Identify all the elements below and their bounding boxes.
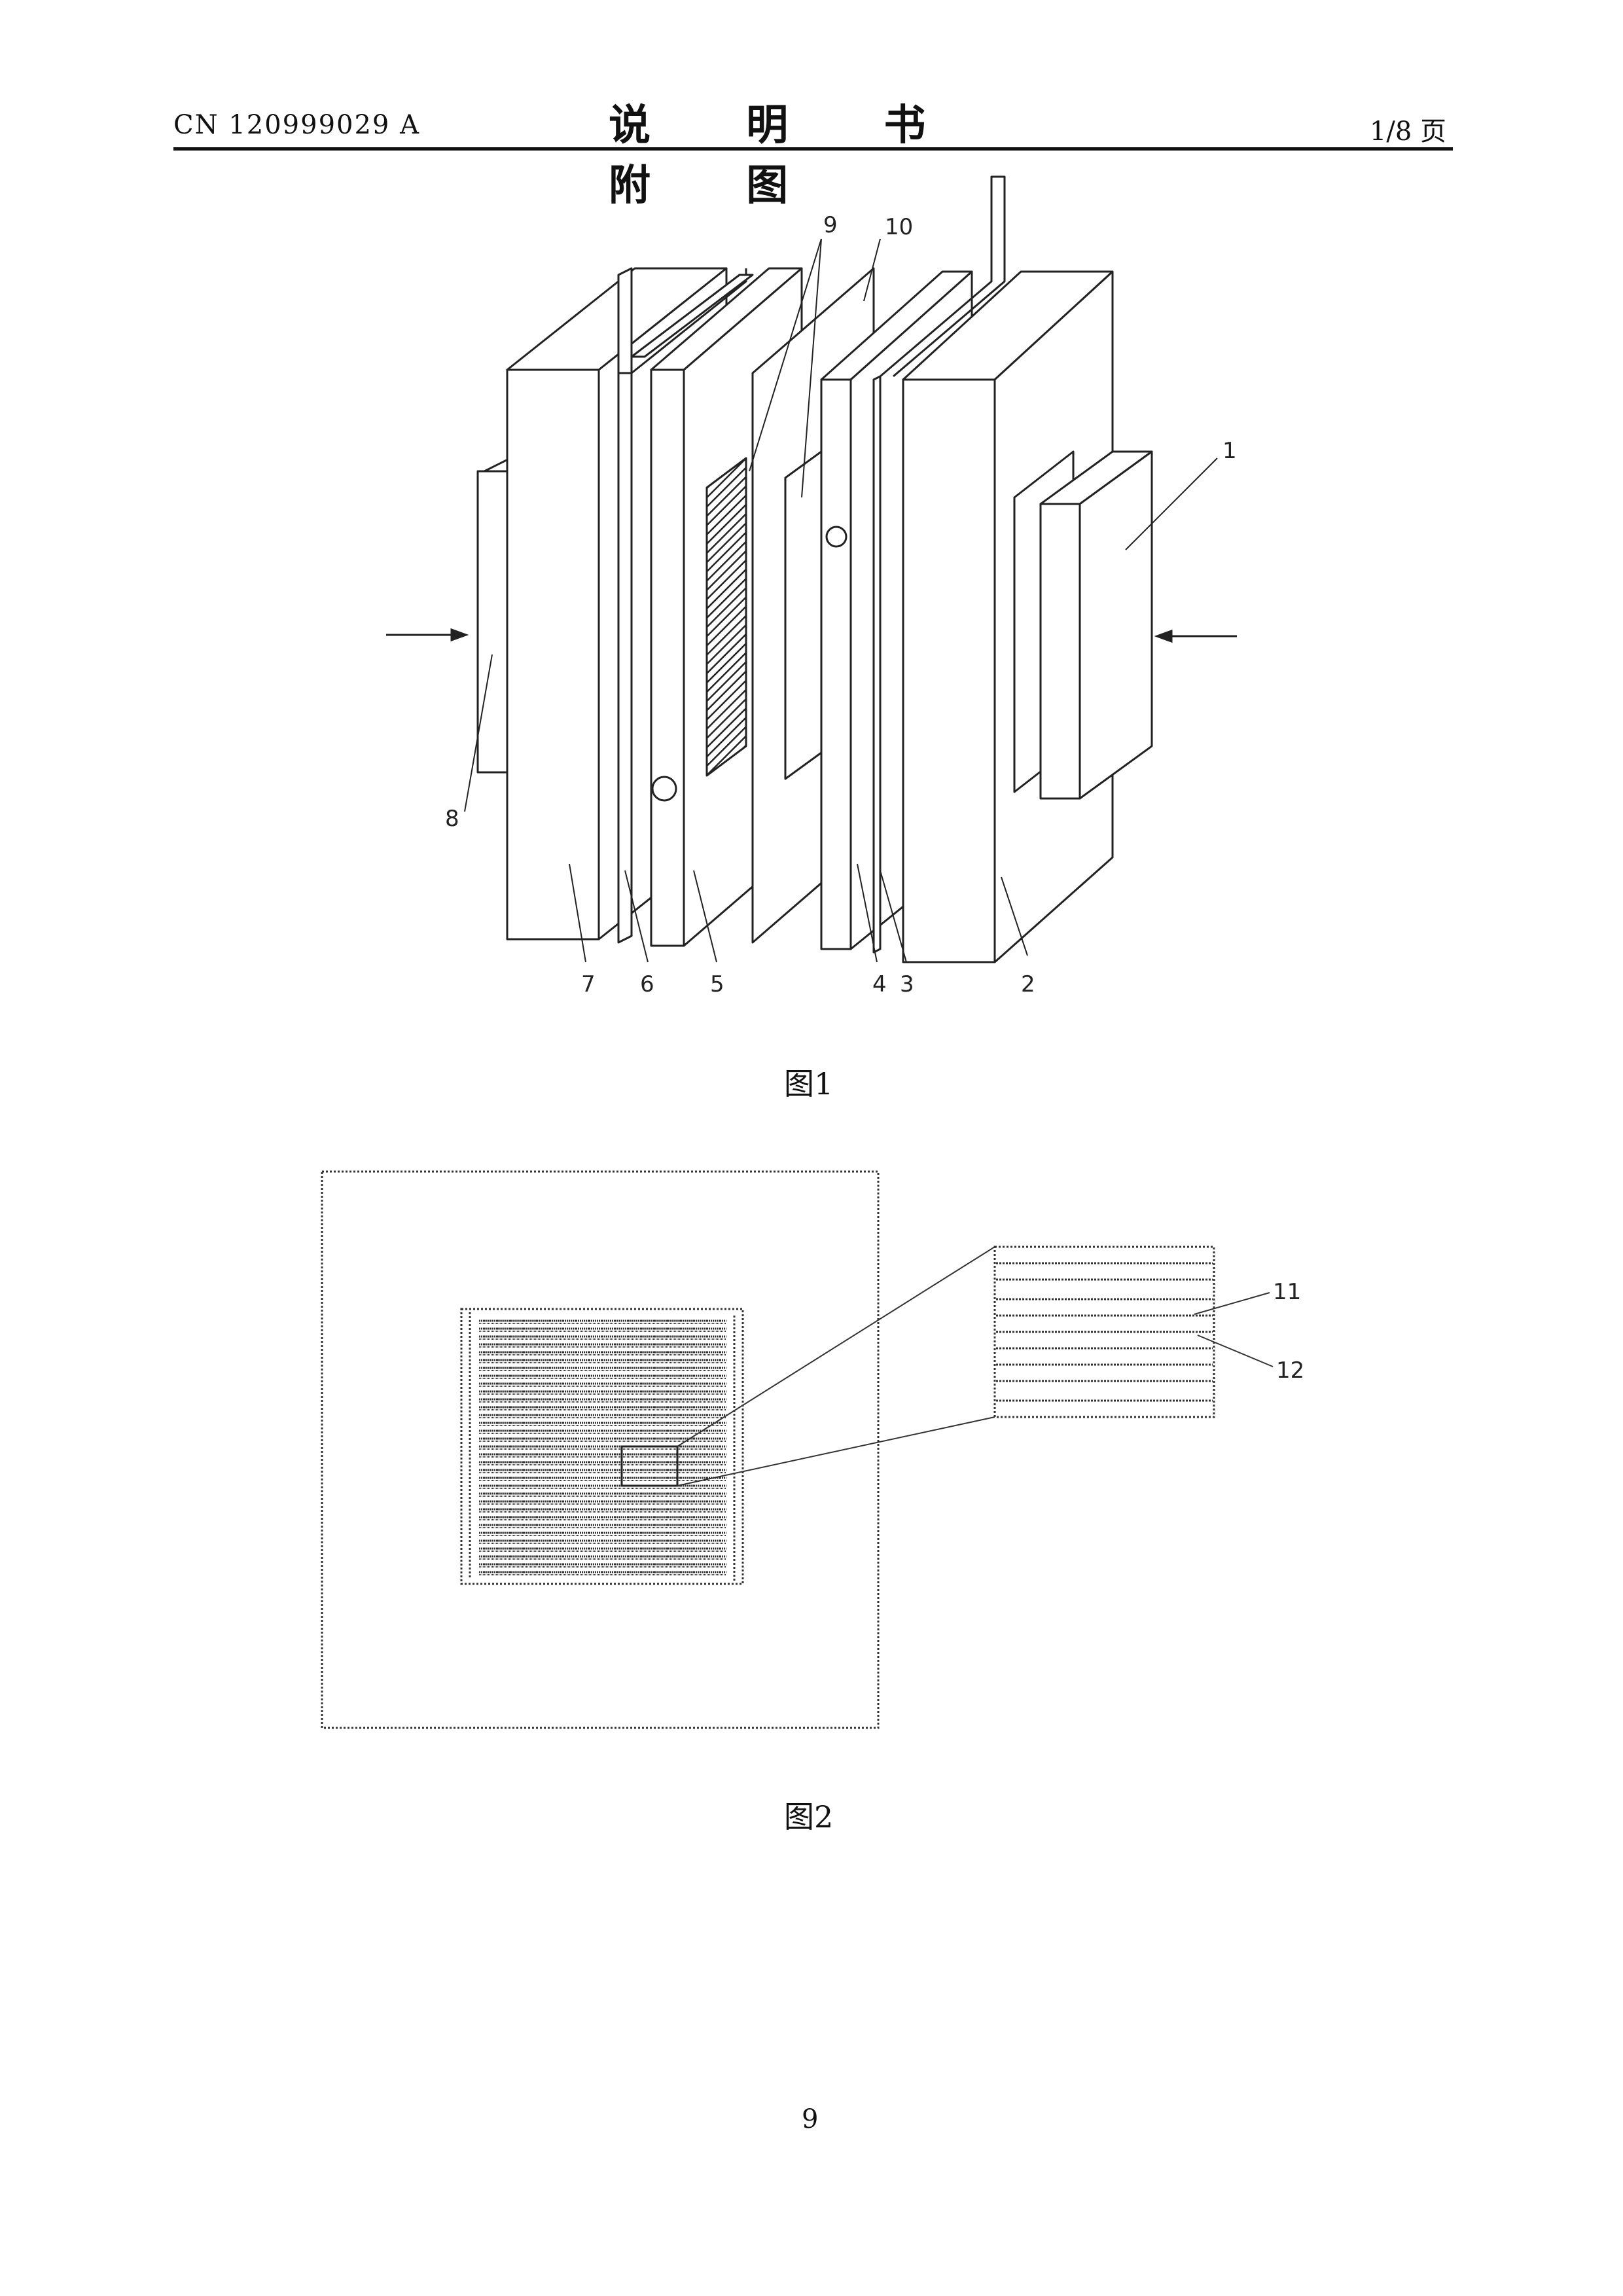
label-12: 12 bbox=[1276, 1357, 1304, 1384]
label-11: 11 bbox=[1273, 1279, 1301, 1305]
label-4: 4 bbox=[872, 971, 887, 997]
label-10: 10 bbox=[885, 214, 913, 240]
page-number: 9 bbox=[802, 2104, 818, 2134]
label-2: 2 bbox=[1021, 971, 1035, 997]
label-1: 1 bbox=[1222, 438, 1237, 464]
force-arrow-left bbox=[386, 630, 466, 640]
label-5: 5 bbox=[710, 971, 724, 997]
component-8-block bbox=[478, 458, 510, 772]
label-9: 9 bbox=[823, 212, 838, 238]
component-1-block bbox=[1041, 452, 1152, 798]
label-7: 7 bbox=[581, 971, 596, 997]
label-8: 8 bbox=[445, 806, 459, 832]
label-3: 3 bbox=[900, 971, 914, 997]
figure-1-caption: 图1 bbox=[784, 1060, 833, 1103]
interdigitated-pattern bbox=[479, 1317, 726, 1577]
label-6: 6 bbox=[640, 971, 654, 997]
figure-1-drawing: 1 2 3 4 5 6 7 8 9 10 bbox=[0, 0, 1623, 1021]
force-arrow-right bbox=[1157, 631, 1237, 641]
figure-2-drawing: 11 12 bbox=[0, 1152, 1623, 1754]
zoom-inset bbox=[995, 1247, 1214, 1417]
figure-2-caption: 图2 bbox=[784, 1793, 833, 1837]
